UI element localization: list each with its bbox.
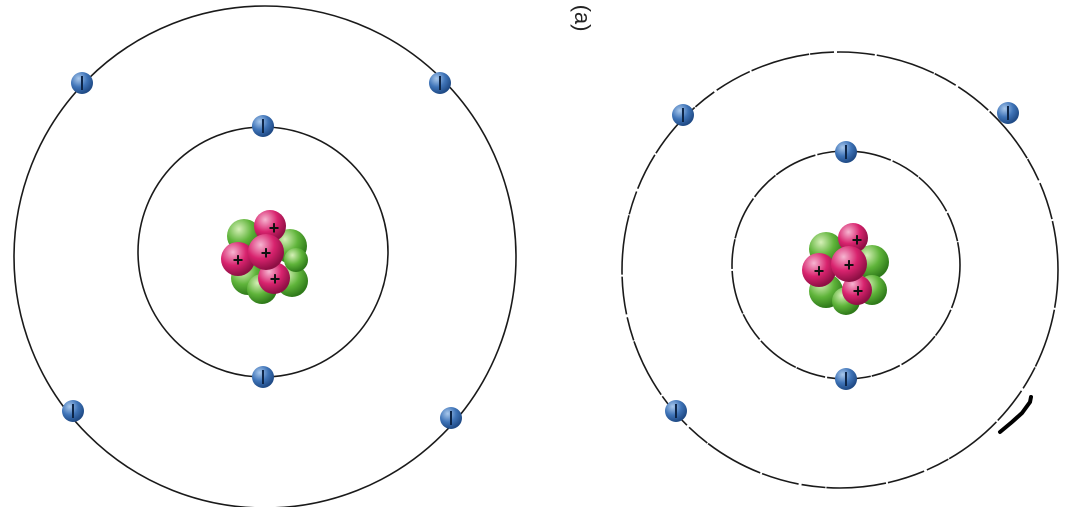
electron [429,72,451,94]
proton [838,223,868,253]
outer-orbit [13,5,517,507]
proton-sign: + [852,230,863,250]
nucleus: + + + + [802,223,889,315]
electron [71,72,93,94]
electron [835,368,857,390]
ink-mark [998,395,1033,434]
proton-sign: + [814,261,825,281]
panel-label: (a) [570,5,595,32]
right-atom: + + + + [621,51,1059,489]
electron [62,400,84,422]
electron [252,366,274,388]
proton [221,242,255,276]
electron [835,141,857,163]
proton-sign: + [261,243,272,263]
proton-sign: + [844,255,855,275]
proton-sign: + [269,218,280,238]
electron [997,102,1019,124]
left-atom: + + + + [13,5,517,507]
electron [440,407,462,429]
proton [842,275,872,305]
proton-sign: + [233,250,244,270]
proton-sign: + [853,281,864,301]
electron [252,115,274,137]
proton [254,210,286,242]
nucleus: + + + + [221,210,308,304]
proton [831,246,867,282]
outer-orbit [621,51,1059,489]
electron [665,400,687,422]
proton-sign: + [270,269,281,289]
electron [672,104,694,126]
neutron [284,248,308,272]
proton [248,234,284,270]
proton [802,253,836,287]
